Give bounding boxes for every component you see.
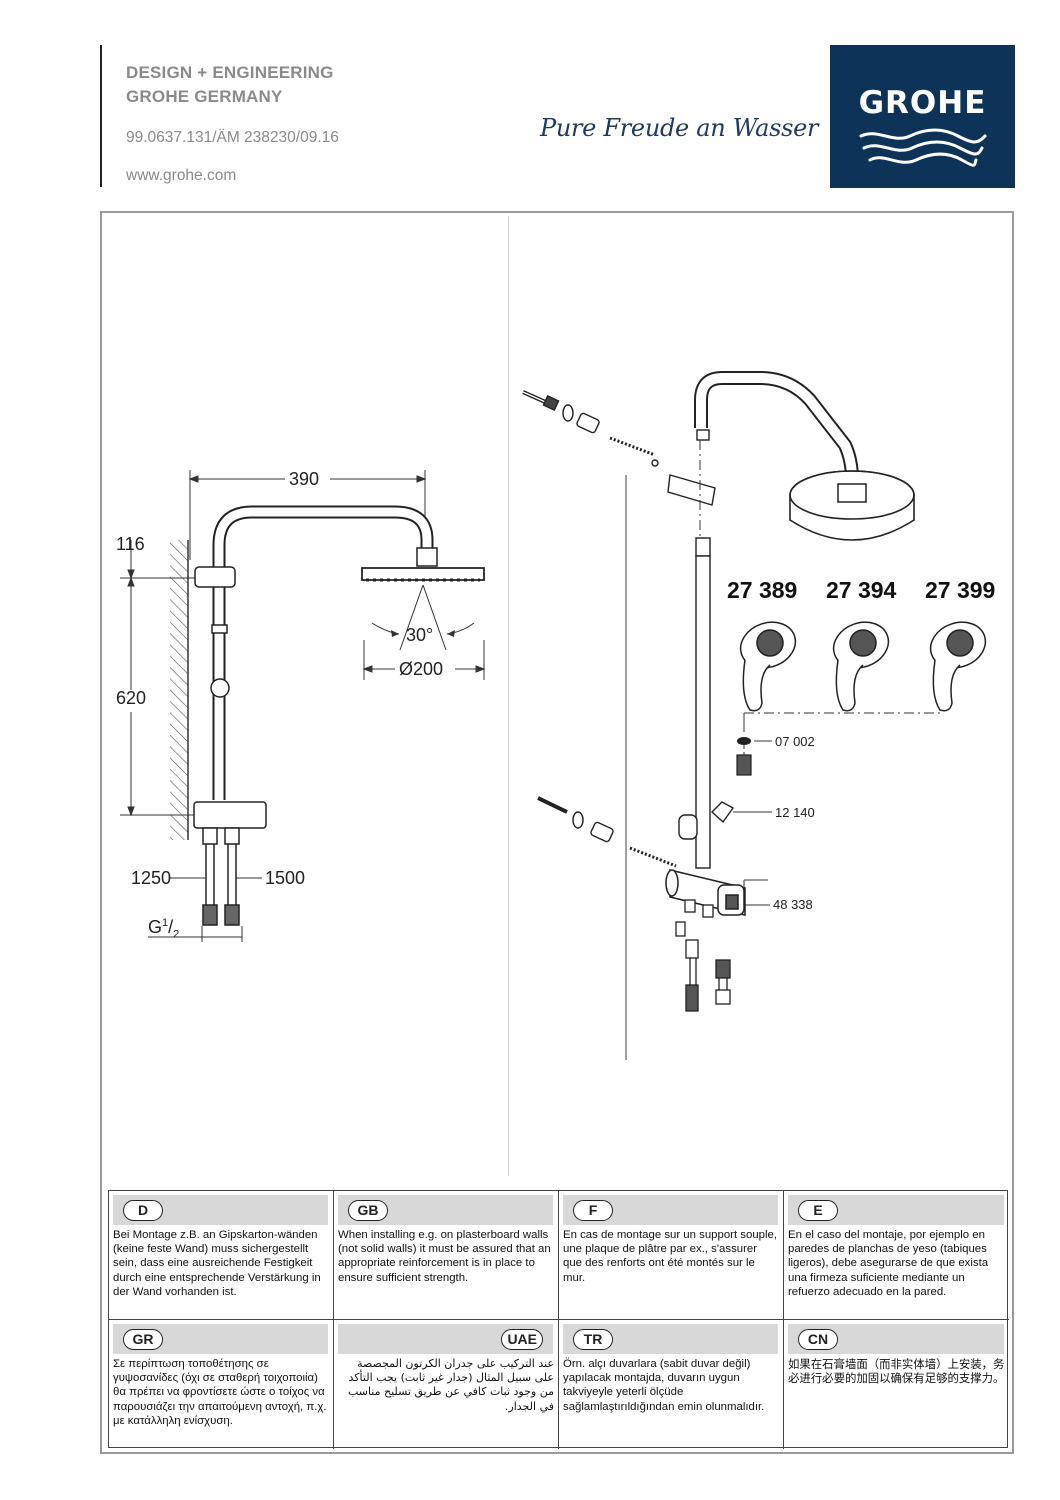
language-band: GB [338,1195,553,1225]
hand-showers [739,621,987,712]
instruction-cell-f: F En cas de montage sur un support soupl… [559,1191,784,1320]
part-thermostat: 48 338 [773,897,813,912]
instruction-cell-gr: GR Σε περίπτωση τοποθέτησης σε γυψοσανίδ… [109,1320,334,1449]
part-holder: 12 140 [775,805,815,820]
exploded-drawing [522,371,987,1060]
language-badge-uae: UAE [501,1329,543,1350]
language-badge-cn: CN [798,1329,838,1350]
language-band: GR [113,1324,328,1354]
dim-top-height: 116 [116,534,145,554]
language-band: CN [788,1324,1004,1354]
instruction-text-d: Bei Montage z.B. an Gipskarton-wänden (k… [113,1229,321,1298]
water-waves-icon [859,128,987,167]
instruction-text-cn: 如果在石膏墙面（而非实体墙）上安装，务必进行必要的加固以确保有足够的支撑力。 [788,1357,1005,1386]
instruction-text-tr: Örn. alçı duvarlara (sabit duvar değil) … [563,1358,765,1413]
instruction-cell-gb: GB When installing e.g. on plasterboard … [334,1191,559,1320]
language-band: D [113,1195,328,1225]
instruction-text-uae: عند التركيب على جدران الكرتون المجصصة عل… [347,1357,554,1413]
header-rule [100,45,102,187]
language-badge-gr: GR [123,1329,163,1350]
instruction-cell-e: E En el caso del montaje, por ejemplo en… [784,1191,1009,1320]
dim-rail-height: 620 [116,688,147,708]
instruction-text-gb: When installing e.g. on plasterboard wal… [338,1229,551,1284]
language-badge-gb: GB [348,1200,388,1221]
instruction-cell-tr: TR Örn. alçı duvarlara (sabit duvar deği… [559,1320,784,1449]
logo-wordmark: GROHE [858,85,987,121]
language-badge-f: F [573,1200,613,1221]
language-band: TR [563,1324,778,1354]
thread-denominator: 2 [173,928,180,941]
model-number-1: 27 389 [727,577,798,603]
drawing-frame [100,211,1014,1454]
language-band: F [563,1195,778,1225]
wall-hatch [170,540,188,840]
model-number-2: 27 394 [826,577,897,603]
dimension-drawing [120,470,486,942]
drawing-divider [508,216,509,1176]
brand-slogan: Pure Freude an Wasser [540,114,819,142]
dim-arm-width: 390 [289,469,320,489]
language-band: E [788,1195,1004,1225]
instruction-text-gr: Σε περίπτωση τοποθέτησης σε γυψοσανίδες … [113,1358,327,1427]
instruction-text-f: En cas de montage sur un support souple,… [563,1229,778,1284]
dim-thread-size: G1/2 [148,917,180,941]
header-company-line: GROHE GERMANY [126,87,283,106]
language-badge-d: D [123,1200,163,1221]
instruction-grid: D Bei Montage z.B. an Gipskarton-wänden … [108,1190,1009,1449]
language-badge-e: E [798,1200,838,1221]
language-band: UAE [338,1324,553,1354]
thread-numerator: 1 [162,917,169,929]
instruction-cell-d: D Bei Montage z.B. an Gipskarton-wänden … [109,1191,334,1320]
model-number-3: 27 399 [925,577,996,603]
language-badge-tr: TR [573,1329,613,1350]
instruction-cell-cn: CN 如果在石膏墙面（而非实体墙）上安装，务必进行必要的加固以确保有足够的支撑力… [784,1320,1009,1449]
dim-head-diameter: Ø200 [399,659,444,679]
website-link[interactable]: www.grohe.com [126,167,237,184]
thread-letter: G [148,917,163,937]
part-washer: 07 002 [775,734,815,749]
instruction-text-e: En el caso del montaje, por ejemplo en p… [788,1229,989,1298]
instruction-cell-uae: UAE عند التركيب على جدران الكرتون المجصص… [334,1320,559,1449]
dim-hose-left: 1250 [131,868,172,888]
dim-hose-right: 1500 [265,868,306,888]
grohe-logo: GROHE [830,45,1015,188]
dim-spray-angle: 30° [406,625,434,645]
document-number: 99.0637.131/ÄM 238230/09.16 [126,129,339,146]
header-design-line: DESIGN + ENGINEERING [126,63,334,82]
